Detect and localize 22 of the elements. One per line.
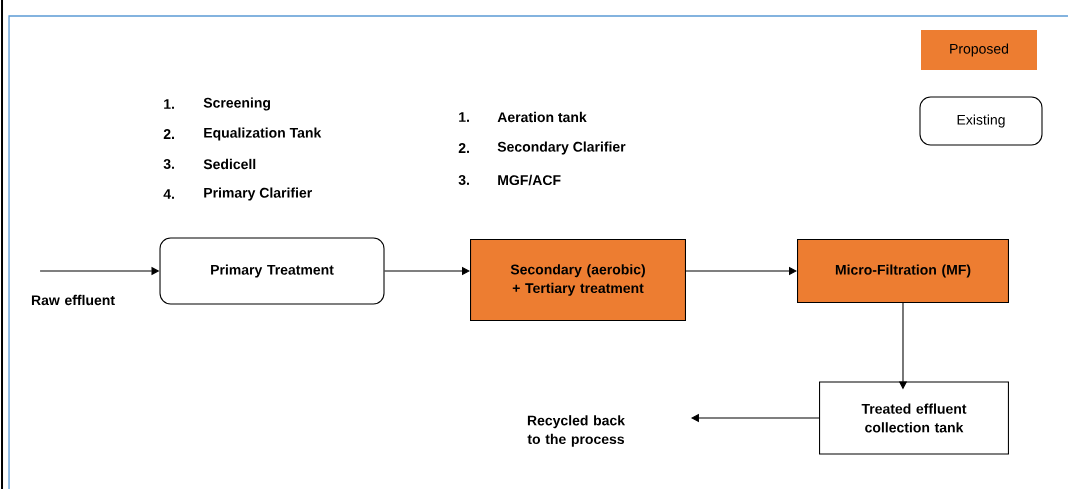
list-number: 3.	[458, 175, 469, 185]
list-number: 2.	[458, 143, 469, 153]
list-number: 1.	[459, 112, 469, 122]
list-item: Primary Clarifier	[204, 187, 312, 201]
list-number: 4.	[163, 189, 174, 199]
list-item: Secondary Clarifier	[497, 141, 626, 155]
list-number: 2.	[163, 129, 174, 139]
flow-text: Raw effluent	[31, 294, 115, 306]
legend-key: Existing	[919, 96, 1043, 146]
list-item: Sedicell	[203, 158, 256, 170]
list-item: MGF/ACF	[498, 174, 561, 186]
list-item: Equalization Tank	[204, 127, 322, 141]
list-number: 1.	[164, 99, 174, 109]
flow-text: Recycled back to the process	[527, 415, 626, 447]
list-number: 3.	[163, 159, 174, 169]
list-item: Aeration tank	[497, 111, 587, 123]
list-item: Screening	[203, 97, 270, 111]
process-box: Primary Treatment	[159, 237, 385, 305]
process-box: Secondary (aerobic) + Tertiary treatment	[470, 238, 686, 322]
process-box: Treated effluent collection tank	[819, 381, 1009, 455]
legend-key: Proposed	[921, 30, 1037, 70]
process-box: Micro-Filtration (MF)	[797, 239, 1009, 303]
